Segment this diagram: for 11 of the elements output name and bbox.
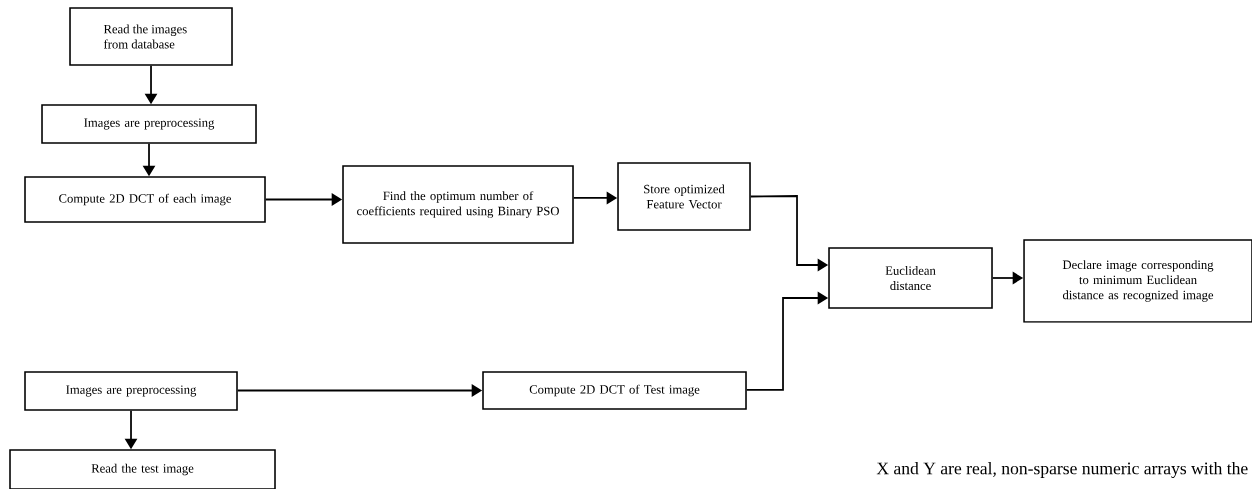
process-box: Euclidean distance [828,247,993,309]
process-box: Compute 2D DCT of each image [24,176,266,223]
body-text: X and Y are real, non-sparse numeric arrays with the [876,462,1248,478]
process-box: Images are preprocessing [41,104,257,144]
process-box: Find the optimum number of coefficients required using Binary PSO [342,165,574,244]
process-box: Store optimized Feature Vector [617,162,751,231]
process-box: Compute 2D DCT of Test image [482,371,747,410]
process-box: Read the images from database [69,7,233,66]
process-box: Declare image corresponding to minimum Euclidean distance as recognized image [1023,239,1252,323]
process-box: Read the test image [9,449,276,489]
process-box: Images are preprocessing [24,371,238,411]
